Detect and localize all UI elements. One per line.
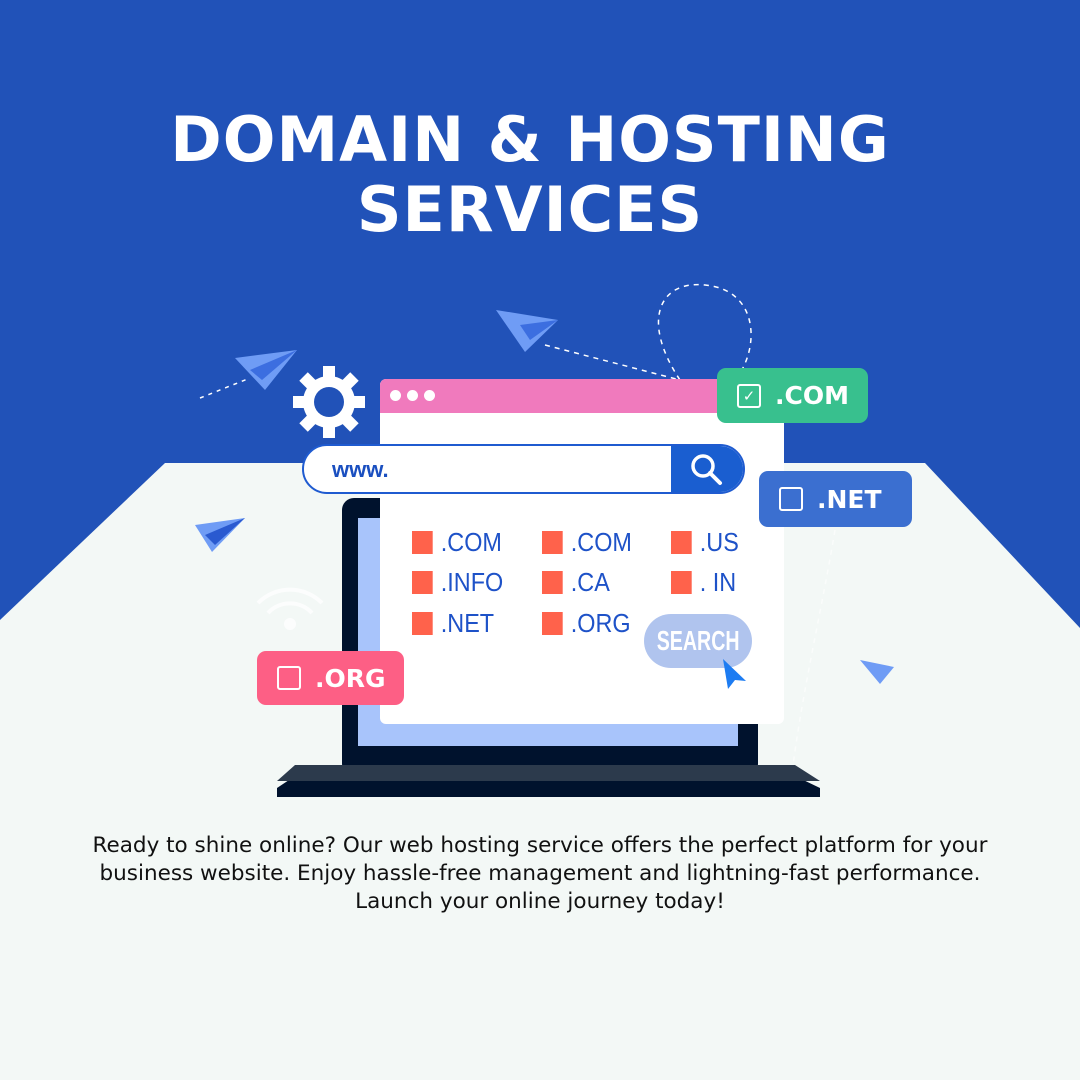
paper-plane-icon: [235, 350, 297, 390]
paper-plane-icon: [195, 518, 245, 552]
tld-label: .NET: [440, 608, 495, 638]
tld-label: .CA: [570, 567, 610, 597]
tag-org[interactable]: .ORG: [257, 651, 404, 705]
tld-item[interactable]: .NET: [412, 608, 494, 639]
tld-label: .COM: [440, 527, 502, 557]
title-line-1: DOMAIN & HOSTING: [170, 103, 890, 176]
square-icon: [542, 612, 563, 635]
tld-label: .COM: [570, 527, 632, 557]
tld-label: . IN: [699, 567, 737, 597]
tld-label: .US: [699, 527, 739, 557]
square-icon: [412, 571, 433, 594]
description: Ready to shine online? Our web hosting s…: [92, 833, 988, 914]
checkbox-icon: [277, 666, 301, 690]
checkbox-checked-icon: ✓: [737, 383, 761, 408]
tag-label: .COM: [775, 381, 849, 410]
search-input[interactable]: www.: [332, 457, 389, 482]
square-icon: [412, 531, 433, 554]
tag-com[interactable]: ✓ .COM: [717, 368, 868, 423]
tag-label: .ORG: [315, 663, 386, 693]
square-icon: [542, 571, 563, 594]
checkbox-icon: [779, 487, 803, 511]
tld-item[interactable]: .US: [671, 527, 739, 558]
tag-label: .NET: [817, 484, 882, 514]
search-icon-button[interactable]: [671, 446, 743, 492]
tld-item[interactable]: . IN: [671, 567, 736, 598]
tld-item[interactable]: .INFO: [412, 567, 503, 598]
square-icon: [671, 571, 692, 594]
window-dot: [424, 390, 435, 401]
paper-plane-icon: [496, 310, 558, 352]
search-button[interactable]: SEARCH: [644, 614, 752, 668]
paper-plane-icon: [860, 660, 894, 684]
tld-item[interactable]: .COM: [542, 527, 632, 558]
tld-item[interactable]: .CA: [542, 567, 610, 598]
tld-item[interactable]: .COM: [412, 527, 502, 558]
tag-net[interactable]: .NET: [759, 471, 912, 527]
square-icon: [542, 531, 563, 554]
square-icon: [412, 612, 433, 635]
tld-label: .INFO: [440, 567, 504, 597]
title-line-2: SERVICES: [356, 173, 704, 246]
gear-icon: [293, 366, 365, 438]
cursor-icon: [723, 659, 746, 689]
square-icon: [671, 531, 692, 554]
window-dot: [407, 390, 418, 401]
search-icon: [691, 454, 722, 485]
tld-label: .ORG: [570, 608, 631, 638]
window-dot: [390, 390, 401, 401]
wifi-icon: [256, 587, 324, 630]
domain-search-bar[interactable]: www.: [302, 444, 745, 494]
search-button-label: SEARCH: [656, 625, 740, 656]
browser-title-bar: [380, 379, 784, 413]
tld-item[interactable]: .ORG: [542, 608, 631, 639]
